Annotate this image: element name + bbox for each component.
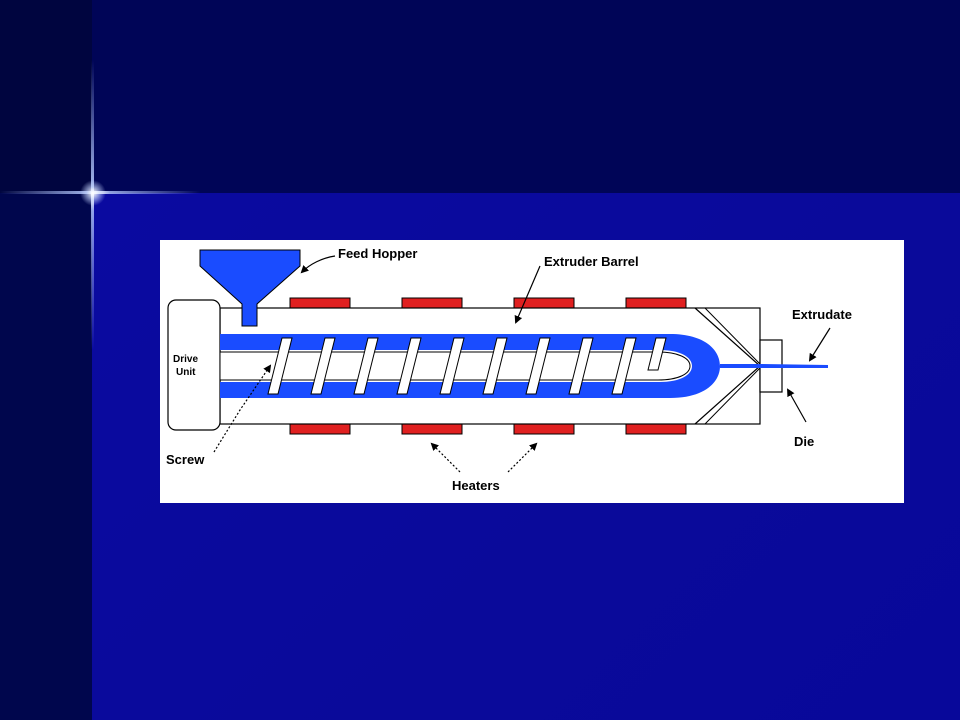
label-die: Die xyxy=(794,434,814,449)
arrow-feed-hopper xyxy=(300,255,336,274)
drive-unit xyxy=(167,299,221,431)
heater-top-4 xyxy=(625,297,687,309)
background-top-band xyxy=(92,0,960,193)
heater-top-2 xyxy=(401,297,463,309)
heater-bottom-1 xyxy=(289,423,351,435)
label-feed-hopper: Feed Hopper xyxy=(338,246,417,261)
label-extruder-barrel: Extruder Barrel xyxy=(544,254,639,269)
background-corner xyxy=(0,0,92,193)
heater-bottom-2 xyxy=(401,423,463,435)
polymer-melt xyxy=(220,334,720,398)
label-drive-unit-line2: Unit xyxy=(176,367,196,378)
arrow-extruder-barrel xyxy=(514,265,541,324)
label-screw: Screw xyxy=(166,452,205,467)
label-extrudate: Extrudate xyxy=(792,307,852,322)
heater-bottom-4 xyxy=(625,423,687,435)
heater-bottom-3 xyxy=(513,423,575,435)
extruder-diagram-svg: Feed Hopper Extruder Barrel Extrudate Dr… xyxy=(166,246,852,493)
arrow-heater-left xyxy=(430,442,461,473)
extrudate-flow xyxy=(720,364,828,368)
label-drive-unit-line1: Drive xyxy=(173,354,198,365)
label-heaters: Heaters xyxy=(452,478,500,493)
arrow-heater-right xyxy=(507,442,538,473)
arrow-extrudate xyxy=(808,327,831,362)
arrow-screw xyxy=(213,364,272,453)
arrow-die xyxy=(787,388,807,423)
feed-hopper-top-edge xyxy=(199,250,301,266)
heater-top-1 xyxy=(289,297,351,309)
screw-flights xyxy=(267,337,667,395)
die-taper-inner xyxy=(704,307,761,425)
lens-flare-center xyxy=(80,180,106,206)
extruder-diagram: Feed Hopper Extruder Barrel Extrudate Dr… xyxy=(160,240,904,503)
